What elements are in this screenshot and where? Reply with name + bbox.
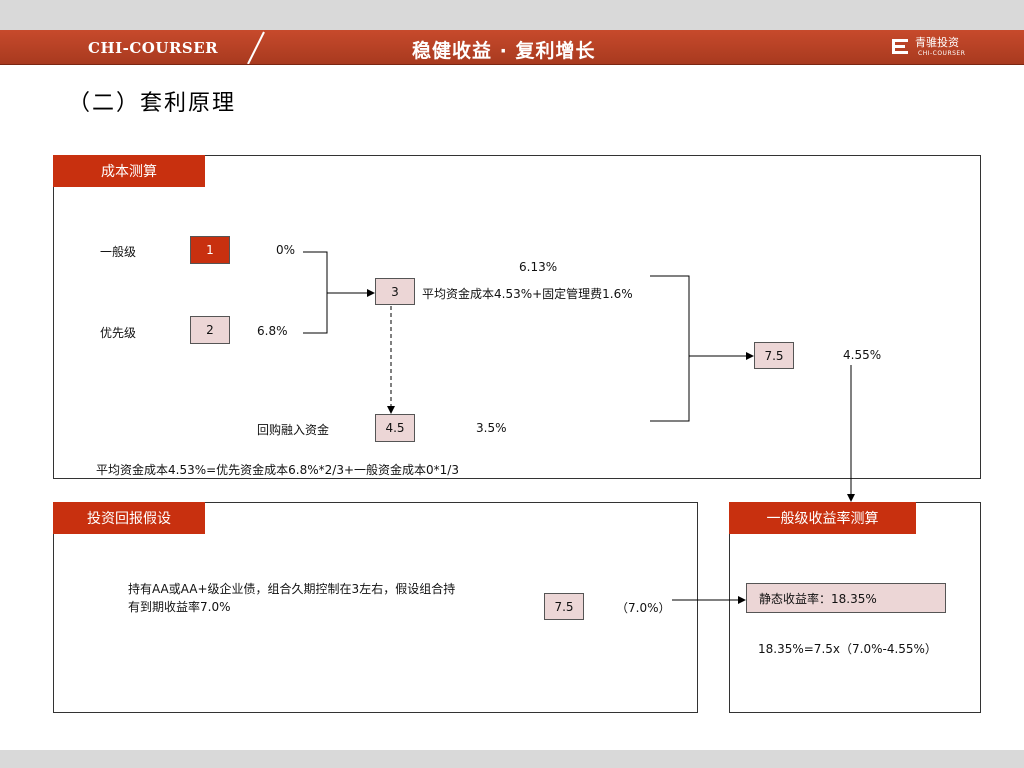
return-assumption-text: 持有AA或AA+级企业债，组合久期控制在3左右，假设组合持有到期收益率7.0% <box>128 582 456 614</box>
yield-panel-tab: 一般级收益率测算 <box>729 502 916 534</box>
yield-formula: 18.35%=7.5x（7.0%-4.55%） <box>758 642 937 656</box>
return-rate: （7.0%） <box>616 601 671 615</box>
general-tier-box: 1 <box>190 236 230 264</box>
cost-footnote: 平均资金成本4.53%=优先资金成本6.8%*2/3+一般资金成本0*1/3 <box>96 463 459 477</box>
header-slogan: 稳健收益 · 复利增长 <box>412 40 596 62</box>
cost-panel-tab: 成本测算 <box>53 155 205 187</box>
bottom-bar <box>0 750 1024 768</box>
combined-rate: 6.13% <box>519 260 558 274</box>
brand-name: CHI-COURSER <box>88 39 219 57</box>
return-panel <box>53 502 698 713</box>
company-logo-icon <box>892 39 908 54</box>
top-bar <box>0 0 1024 30</box>
return-box: 7.5 <box>544 593 584 620</box>
repo-rate: 3.5% <box>476 421 507 435</box>
priority-tier-rate: 6.8% <box>257 324 288 338</box>
leverage-rate: 4.55% <box>843 348 882 362</box>
priority-tier-box: 2 <box>190 316 230 344</box>
repo-label: 回购融入资金 <box>257 423 330 437</box>
general-tier-label: 一般级 <box>100 245 137 259</box>
general-tier-rate: 0% <box>276 243 296 257</box>
repo-box: 4.5 <box>375 414 415 442</box>
combined-cost-formula: 平均资金成本4.53%+固定管理费1.6% <box>422 287 633 301</box>
header-divider-slash <box>247 31 265 64</box>
leverage-box: 7.5 <box>754 342 794 369</box>
header-banner <box>0 30 1024 65</box>
logo-subtext: CHI-COURSER <box>918 50 966 57</box>
return-panel-tab: 投资回报假设 <box>53 502 205 534</box>
priority-tier-label: 优先级 <box>100 326 137 340</box>
combined-box: 3 <box>375 278 415 305</box>
static-yield-box: 静态收益率：18.35% <box>746 583 946 613</box>
logo-text: 青骓投资 <box>915 36 959 49</box>
page-title: （二）套利原理 <box>68 91 237 116</box>
